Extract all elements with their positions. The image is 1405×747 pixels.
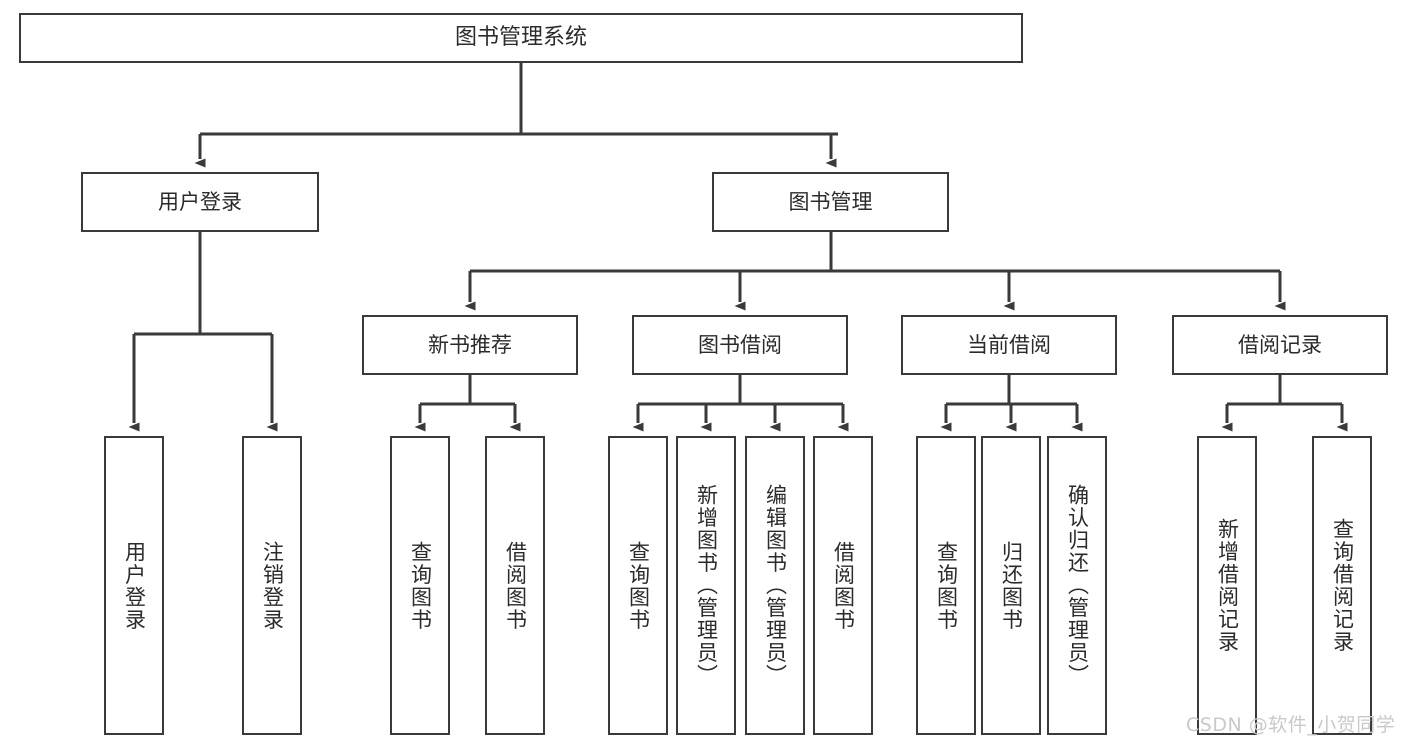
- node-borrow-records[interactable]: 借阅记录: [1172, 315, 1388, 375]
- node-leaf-logout[interactable]: 注销登录: [242, 436, 302, 735]
- node-leaf-add-book-label: 新增图书（管理员）: [694, 484, 719, 687]
- node-book-management[interactable]: 图书管理: [712, 172, 949, 232]
- node-book-management-label: 图书管理: [788, 189, 873, 214]
- node-leaf-borrow-book-2[interactable]: 借阅图书: [813, 436, 873, 735]
- node-user-login-label: 用户登录: [158, 189, 242, 214]
- node-user-login[interactable]: 用户登录: [81, 172, 319, 232]
- node-leaf-borrow-book-1[interactable]: 借阅图书: [485, 436, 545, 735]
- node-leaf-return-book[interactable]: 归还图书: [981, 436, 1041, 735]
- node-leaf-edit-book[interactable]: 编辑图书（管理员）: [745, 436, 805, 735]
- watermark-text: CSDN @软件_小贺同学: [1186, 714, 1396, 736]
- node-leaf-query-record-label: 查询借阅记录: [1330, 518, 1355, 653]
- node-leaf-add-record-label: 新增借阅记录: [1215, 518, 1240, 653]
- node-leaf-user-login-label: 用户登录: [122, 540, 147, 631]
- node-leaf-query-book-2[interactable]: 查询图书: [608, 436, 668, 735]
- node-leaf-confirm-return-label: 确认归还（管理员）: [1065, 484, 1090, 687]
- node-leaf-query-book-3-label: 查询图书: [934, 540, 959, 631]
- node-leaf-query-record[interactable]: 查询借阅记录: [1312, 436, 1372, 735]
- node-leaf-return-book-label: 归还图书: [999, 540, 1024, 631]
- node-leaf-query-book-3[interactable]: 查询图书: [916, 436, 976, 735]
- node-leaf-query-book-1[interactable]: 查询图书: [390, 436, 450, 735]
- node-leaf-confirm-return[interactable]: 确认归还（管理员）: [1047, 436, 1107, 735]
- node-leaf-query-book-2-label: 查询图书: [626, 540, 651, 631]
- node-leaf-logout-label: 注销登录: [260, 540, 285, 631]
- node-leaf-query-book-1-label: 查询图书: [408, 540, 433, 631]
- node-leaf-edit-book-label: 编辑图书（管理员）: [763, 484, 788, 687]
- node-leaf-add-record[interactable]: 新增借阅记录: [1197, 436, 1257, 735]
- node-leaf-borrow-book-1-label: 借阅图书: [503, 540, 528, 631]
- node-book-borrow[interactable]: 图书借阅: [632, 315, 848, 375]
- node-current-borrow[interactable]: 当前借阅: [901, 315, 1117, 375]
- node-new-book-recommend[interactable]: 新书推荐: [362, 315, 578, 375]
- node-leaf-add-book[interactable]: 新增图书（管理员）: [676, 436, 736, 735]
- node-new-book-recommend-label: 新书推荐: [428, 332, 512, 357]
- node-leaf-user-login[interactable]: 用户登录: [104, 436, 164, 735]
- node-root[interactable]: 图书管理系统: [19, 13, 1023, 63]
- node-book-borrow-label: 图书借阅: [698, 332, 782, 357]
- node-borrow-records-label: 借阅记录: [1238, 332, 1322, 357]
- node-root-label: 图书管理系统: [454, 25, 587, 51]
- node-current-borrow-label: 当前借阅: [967, 332, 1051, 357]
- node-leaf-borrow-book-2-label: 借阅图书: [831, 540, 856, 631]
